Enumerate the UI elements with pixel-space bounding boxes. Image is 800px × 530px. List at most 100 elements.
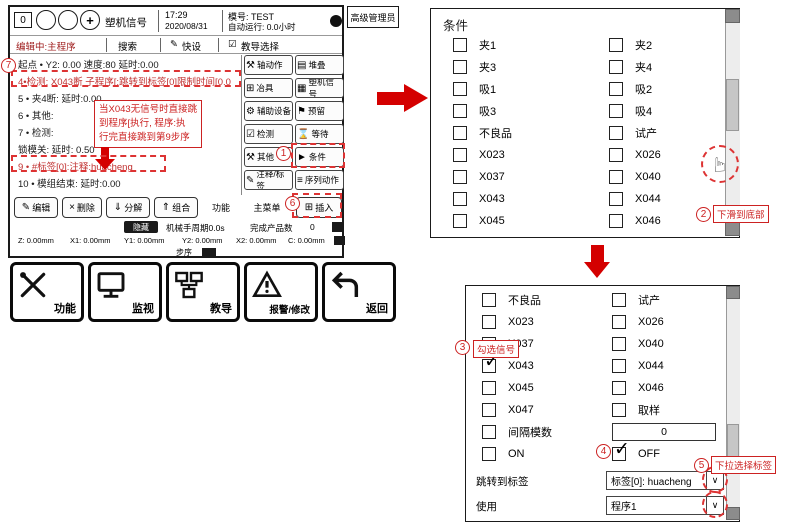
checkbox[interactable] <box>453 38 467 52</box>
checkbox-on[interactable] <box>482 447 496 461</box>
gear-icon: ⚙ <box>246 105 255 117</box>
annotation-circle-4: 4 <box>596 444 611 459</box>
hide-button[interactable]: 隐藏 <box>124 221 158 233</box>
checkbox[interactable] <box>453 60 467 74</box>
checkbox[interactable] <box>609 38 623 52</box>
scrollbar[interactable] <box>725 286 740 520</box>
teach-select-button[interactable]: 教导选择 <box>241 42 280 53</box>
finished-product-count: 0 <box>310 222 315 232</box>
checkbox[interactable] <box>609 104 623 118</box>
sequence-action-button[interactable]: ≡序列动作 <box>295 170 344 190</box>
coord-x1: X1: 0.00mm <box>70 236 111 245</box>
checkbox[interactable] <box>609 148 623 162</box>
hand-highlight-circle: ☞ <box>701 145 739 183</box>
function-toolbar-button[interactable]: 功能 <box>10 262 84 322</box>
checkbox-off-checked[interactable]: ✓ <box>612 440 630 461</box>
function-button[interactable]: 功能 <box>211 203 230 213</box>
detect-button[interactable]: ☑检测 <box>244 124 293 144</box>
checkbox[interactable] <box>482 381 496 395</box>
menu-bar: 编辑中:主程序 搜索 ✎ 快设 ☑ 教导选择 <box>10 35 342 54</box>
teach-toolbar-button[interactable]: 教导 <box>166 262 240 322</box>
checkbox[interactable] <box>482 425 496 439</box>
scrollbar-thumb[interactable] <box>726 79 739 131</box>
interval-count-input[interactable]: 0 <box>612 423 716 441</box>
stack-button[interactable]: ▤堆叠 <box>295 55 344 75</box>
decompose-button[interactable]: ⇓分解 <box>106 197 150 218</box>
quick-set-button[interactable]: 快设 <box>182 42 202 53</box>
program-step[interactable]: 10 • 模组结束: 延时:0.00 <box>18 179 121 190</box>
coord-x2: X2: 0.00mm <box>236 236 277 245</box>
program-step[interactable]: 7 • 检测: <box>18 128 54 139</box>
auxiliary-device-button[interactable]: ⚙辅助设备 <box>244 101 293 121</box>
program-step[interactable]: 4•检测: X043断 子程序[:跳转到标签[0]限制时间[0.0 <box>18 77 231 88</box>
monitor-toolbar-button[interactable]: 监视 <box>88 262 162 322</box>
status-box <box>332 222 344 232</box>
monitor-icon <box>97 272 125 298</box>
combine-button[interactable]: ⇑组合 <box>154 197 198 218</box>
hmi-main-screen: 0 + 塑机信号 17:29 2020/08/31 模号: TEST 自动运行:… <box>8 5 345 258</box>
editing-program-label: 编辑中:主程序 <box>16 42 76 53</box>
robot-cycle-time: 机械手周期0.0s <box>166 223 225 233</box>
main-menu-button[interactable]: 主菜单 <box>253 203 281 213</box>
checkbox[interactable] <box>482 315 496 329</box>
guide-arrow-down <box>591 245 604 262</box>
checkbox[interactable] <box>609 214 623 228</box>
checkbox[interactable] <box>453 170 467 184</box>
checkbox[interactable] <box>612 293 626 307</box>
axis-action-button[interactable]: ⚒轴动作 <box>244 55 293 75</box>
counter-value: 0 <box>20 14 26 26</box>
scrollbar-down-button[interactable] <box>725 507 740 520</box>
checkbox[interactable] <box>612 337 626 351</box>
program-step[interactable]: 5 • 夹4断: 延时:0.00 <box>18 94 102 105</box>
use-label: 使用 <box>476 501 497 513</box>
checkbox[interactable] <box>482 293 496 307</box>
checkbox[interactable] <box>609 82 623 96</box>
delete-button[interactable]: ×删除 <box>62 197 102 218</box>
checkbox[interactable] <box>609 60 623 74</box>
scrollbar-up-button[interactable] <box>725 286 740 299</box>
program-step[interactable]: 6 • 其他: <box>18 111 54 122</box>
checkbox[interactable] <box>453 214 467 228</box>
comment-label-button[interactable]: ✎注释/标签 <box>244 170 293 190</box>
checkbox[interactable] <box>612 359 626 373</box>
checkbox[interactable] <box>609 192 623 206</box>
checkbox[interactable] <box>453 148 467 162</box>
checkbox[interactable] <box>453 126 467 140</box>
checkbox[interactable] <box>612 403 626 417</box>
reserved-button[interactable]: ⚑预留 <box>295 101 344 121</box>
scrollbar-down-button[interactable] <box>725 222 740 236</box>
checkbox[interactable] <box>609 126 623 140</box>
program-step[interactable]: 锁模关: 延时: 0.50 <box>18 145 95 156</box>
fixture-button[interactable]: ⊞冶具 <box>244 78 293 98</box>
status-box <box>334 236 345 245</box>
program-step[interactable]: 9 • #标签[0]:注释:huacheng <box>18 162 133 173</box>
checkbox[interactable] <box>453 82 467 96</box>
checkbox[interactable] <box>612 381 626 395</box>
alarm-toolbar-button[interactable]: 报警/修改 <box>244 262 318 322</box>
machine-signal-button[interactable]: ▦塑机信号 <box>295 78 344 98</box>
guide-arrow-down-head <box>584 262 610 278</box>
pliers-icon: ⚒ <box>246 59 255 71</box>
checkbox[interactable] <box>609 170 623 184</box>
record-dot-icon <box>330 15 342 27</box>
checkbox[interactable] <box>453 192 467 206</box>
checkbox[interactable] <box>453 104 467 118</box>
return-toolbar-button[interactable]: 返回 <box>322 262 396 322</box>
arrow-down-icon: ⇓ <box>113 202 123 213</box>
wait-button[interactable]: ⌛等待 <box>295 124 344 144</box>
scrollbar-up-button[interactable] <box>725 9 740 23</box>
divider <box>222 10 223 32</box>
return-arrow-icon <box>331 271 359 297</box>
highlight-program-dropdown-arrow <box>702 491 728 518</box>
step-indicator <box>202 248 216 256</box>
note-arrow-head <box>95 159 115 170</box>
scroll-tip: 下滑到底部 <box>713 205 769 223</box>
program-step[interactable]: 起点 • Y2: 0.00 速度:80 延时:0.00 <box>18 60 159 71</box>
search-button[interactable]: 搜索 <box>118 42 138 53</box>
checkbox-x043-checked[interactable]: ✓ <box>482 352 500 373</box>
checkbox[interactable] <box>612 315 626 329</box>
checkbox[interactable] <box>482 403 496 417</box>
note-arrow <box>101 147 109 159</box>
divider <box>106 38 107 52</box>
edit-button[interactable]: ✎编辑 <box>14 197 58 218</box>
